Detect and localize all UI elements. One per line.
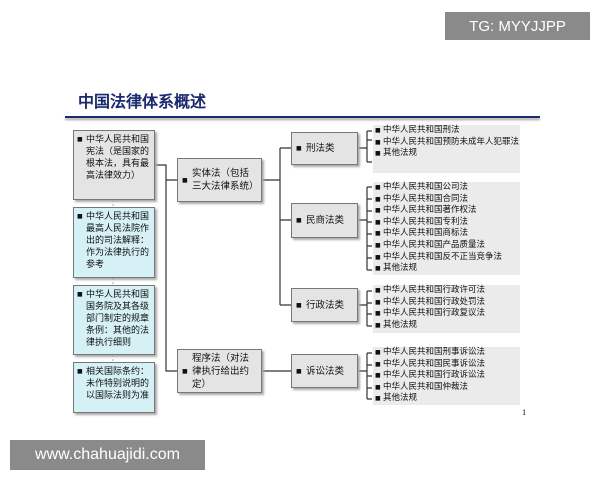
- list-item: 其他法规: [375, 320, 520, 332]
- list-item: 中华人民共和国行政处罚法: [375, 297, 520, 309]
- list-item: 中华人民共和国刑事诉讼法: [375, 347, 520, 359]
- list-item: 中华人民共和国合同法: [375, 194, 520, 206]
- source-state-council-regulations: 中华人民共和国国务院及其各级部门制定的规章条例：其他的法律执行细则: [73, 285, 155, 355]
- page-number: 1: [522, 409, 527, 417]
- list-item: 中华人民共和国产品质量法: [375, 240, 520, 252]
- source-constitution: 中华人民共和国宪法（是国家的根本法，具有最高法律效力）: [73, 130, 155, 200]
- source-international-treaties: 相关国际条约：未作特别说明的以国际法则为准: [73, 362, 155, 413]
- category-criminal: 刑法类: [291, 132, 358, 165]
- litigation-law-list: 中华人民共和国刑事诉讼法 中华人民共和国民事诉讼法 中华人民共和国行政诉讼法 中…: [373, 347, 520, 405]
- list-item: 中华人民共和国行政许可法: [375, 285, 520, 297]
- list-item: 中华人民共和国仲裁法: [375, 382, 520, 394]
- source-judicial-interpretation: 中华人民共和国最高人民法院作出的司法解释：作为法律执行的参考: [73, 207, 155, 278]
- page-title: 中国法律体系概述: [78, 92, 207, 111]
- list-item: 中华人民共和国行政复议法: [375, 308, 520, 320]
- branch-procedural-law: 程序法（对法律执行给出约定）: [177, 349, 262, 393]
- title-divider: [65, 116, 540, 118]
- civil-commercial-law-list: 中华人民共和国公司法 中华人民共和国合同法 中华人民共和国著作权法 中华人民共和…: [373, 182, 520, 275]
- category-civil-commercial: 民商法类: [291, 203, 358, 238]
- list-item: 中华人民共和国预防未成年人犯罪法: [375, 137, 520, 149]
- list-item: 中华人民共和国著作权法: [375, 205, 520, 217]
- list-item: 其他法规: [375, 393, 520, 405]
- list-item: 中华人民共和国行政诉讼法: [375, 370, 520, 382]
- list-item: 其他法规: [375, 148, 520, 160]
- list-item: 中华人民共和国公司法: [375, 182, 520, 194]
- list-item: 中华人民共和国民事诉讼法: [375, 359, 520, 371]
- administrative-law-list: 中华人民共和国行政许可法 中华人民共和国行政处罚法 中华人民共和国行政复议法 其…: [373, 285, 520, 333]
- list-item: 中华人民共和国刑法: [375, 125, 520, 137]
- list-item: 中华人民共和国反不正当竞争法: [375, 252, 520, 264]
- watermark-top: TG: MYYJJPP: [445, 12, 590, 40]
- branch-substantive-law: 实体法（包括三大法律系统）: [177, 158, 262, 202]
- list-item: 中华人民共和国商标法: [375, 228, 520, 240]
- category-litigation: 诉讼法类: [291, 354, 358, 388]
- watermark-bottom: www.chahuajidi.com: [10, 440, 205, 470]
- list-item: 其他法规: [375, 263, 520, 275]
- list-item: 中华人民共和国专利法: [375, 217, 520, 229]
- category-administrative: 行政法类: [291, 288, 358, 322]
- criminal-law-list: 中华人民共和国刑法 中华人民共和国预防未成年人犯罪法 其他法规: [373, 125, 520, 173]
